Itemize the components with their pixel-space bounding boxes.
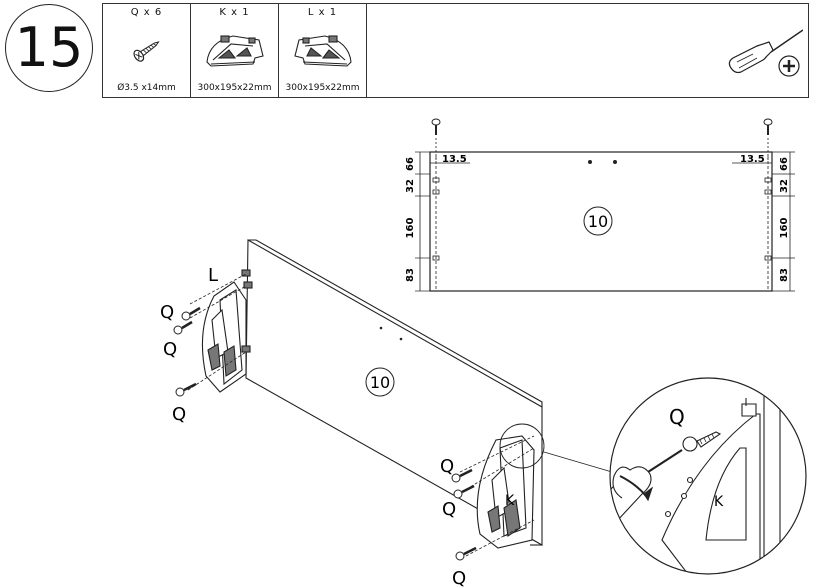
step-number-badge: 15 [5, 4, 93, 92]
phillips-screwdriver-icon [728, 29, 803, 77]
panel-dimension-view [415, 118, 795, 292]
bracket-l-icon [294, 35, 352, 67]
part-cell-k: K x 1 300x195x22mm [191, 4, 279, 97]
step-number: 15 [14, 16, 84, 79]
label-k-small: K [505, 493, 515, 509]
part-label: Q x 6 [130, 7, 163, 18]
parts-list: Q x 6 Ø3.5 x14mm K x 1 [102, 3, 809, 98]
dim-right-1: 32 [779, 179, 790, 193]
part-cell-l: L x 1 300x195x22mm [279, 4, 367, 97]
zoom-detail [609, 377, 807, 575]
panel-number-main: 10 [370, 373, 390, 392]
part-label: K x 1 [219, 7, 250, 18]
label-l: L [208, 265, 218, 286]
part-dims: 300x195x22mm [285, 83, 360, 93]
part-dims: Ø3.5 x14mm [117, 83, 176, 93]
screw-icon [133, 41, 160, 62]
label-q-6: Q [452, 568, 466, 588]
dim-right-0: 66 [779, 157, 790, 171]
label-q-2: Q [163, 339, 177, 360]
panel-perspective [245, 239, 543, 546]
label-q-3: Q [172, 404, 186, 425]
dim-left-1: 32 [405, 179, 416, 193]
label-q-5: Q [442, 499, 456, 520]
screw-top-left [431, 118, 441, 160]
zoom-connector [543, 451, 613, 473]
dim-right-3: 83 [779, 268, 790, 282]
label-q-1: Q [160, 302, 174, 323]
part-dims: 300x195x22mm [197, 83, 272, 93]
bracket-l-left [187, 269, 253, 393]
dim-right-2: 160 [779, 218, 790, 239]
screw-l-1 [181, 306, 201, 321]
part-cell-q: Q x 6 Ø3.5 x14mm [103, 4, 191, 97]
offset-right: 13.5 [740, 154, 765, 165]
dim-left-2: 160 [405, 218, 416, 239]
label-q-4: Q [440, 456, 454, 477]
screw-k-3 [455, 546, 477, 561]
label-k-zoom: K [714, 494, 724, 510]
screw-top-right [763, 118, 773, 160]
dim-left-3: 83 [405, 268, 416, 282]
bracket-k-icon [206, 35, 264, 67]
screw-l-2 [173, 320, 193, 335]
bracket-k-right [459, 423, 545, 557]
screw-k-2 [453, 484, 475, 499]
screw-k-1 [451, 468, 473, 483]
screw-l-3 [175, 382, 197, 397]
part-label: L x 1 [307, 7, 338, 18]
label-q-zoom: Q [669, 405, 685, 429]
dim-left-0: 66 [405, 157, 416, 171]
panel-number-top: 10 [588, 212, 608, 231]
offset-left: 13.5 [442, 154, 467, 165]
